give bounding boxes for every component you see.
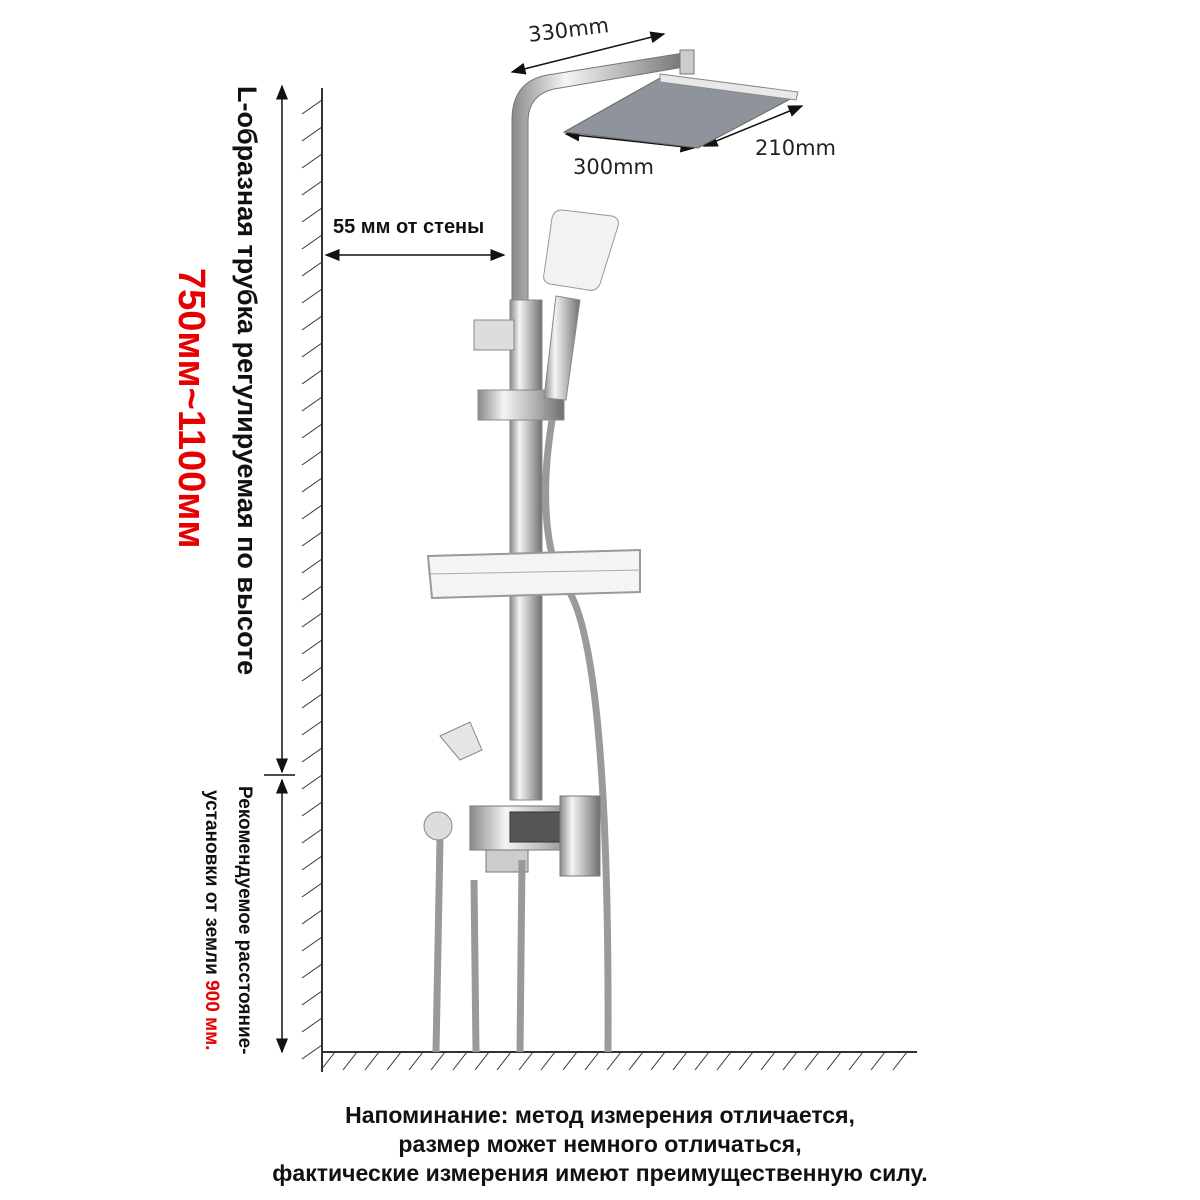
wall-hatch [301,666,323,682]
wall-hatch [301,342,323,358]
height-range-label: 750мм~1100мм [170,268,212,549]
wall-hatch [301,909,323,925]
floor-hatch [628,1051,644,1071]
wall-hatch [301,963,323,979]
floor-hatch [518,1051,534,1071]
floor-hatch [386,1051,402,1071]
note-line-3: фактические измерения имеют преимуществе… [272,1160,928,1186]
wall-hatch [301,747,323,763]
wall-hatch [301,585,323,601]
wall-hatch [301,801,323,817]
wall-hatch [301,990,323,1006]
wall-hatch [301,1044,323,1060]
wall-hatch [301,882,323,898]
wall-hatch [301,828,323,844]
floor-hatch [672,1051,688,1071]
floor-hatch [738,1051,754,1071]
floor-hatch [760,1051,776,1071]
wall-hatch [301,774,323,790]
head-depth-arrow [702,105,804,147]
floor-hatch [540,1051,556,1071]
tube-adjustable-label: L-образная трубка регулируемая по высоте [232,86,262,676]
wall-hatch [301,450,323,466]
wall-hatch [301,99,323,115]
floor-hatch [430,1051,446,1071]
wall-hatch [301,207,323,223]
arm-length-arrow [510,31,666,75]
floor-hatch [474,1051,490,1071]
install-distance-value: 900 мм. [201,980,222,1051]
floor-hatch [716,1051,732,1071]
floor-hatch [892,1051,908,1071]
wall-hatch [301,261,323,277]
wall-hatch [301,477,323,493]
wall-hatch [301,855,323,871]
head-width-label: 300mm [573,155,654,179]
wall-hatch [301,315,323,331]
floor-line [320,1051,917,1071]
floor-hatch [606,1051,622,1071]
shower-set-illustration [423,49,799,1053]
floor-hatch [562,1051,578,1071]
install-distance-prefix: установки от земли [201,790,222,975]
wall-hatch [301,396,323,412]
head-width-arrow [564,129,696,153]
wall-hatch [301,504,323,520]
wall-hatch [301,531,323,547]
floor-hatch [826,1051,842,1071]
floor-hatch [848,1051,864,1071]
floor-hatch [782,1051,798,1071]
floor-hatch [804,1051,820,1071]
note-line-1: Напоминание: метод измерения отличается, [345,1102,855,1128]
head-depth-label: 210mm [755,136,836,160]
wall-hatch [301,369,323,385]
wall-hatch [301,1017,323,1033]
wall-hatch [301,288,323,304]
floor-hatch [584,1051,600,1071]
wall-hatch [301,153,323,169]
wall-offset-label: 55 мм от стены [333,216,485,238]
note-line-2: размер может немного отличаться, [398,1131,802,1157]
floor-hatch [364,1051,380,1071]
wall-hatch [301,720,323,736]
wall-hatch [301,558,323,574]
wall-ruler [301,88,323,1072]
wall-hatch [301,423,323,439]
install-distance-line2: установки от земли 900 мм. [200,790,222,1050]
wall-hatch [301,234,323,250]
floor-hatch [452,1051,468,1071]
floor-hatch [408,1051,424,1071]
wall-hatch [301,612,323,628]
floor-hatch [496,1051,512,1071]
wall-hatch [301,936,323,952]
wall-hatch [301,180,323,196]
floor-hatch [694,1051,710,1071]
wall-hatch [301,126,323,142]
install-distance-line1: Рекомендуемое расстояние- [234,786,255,1055]
wall-hatch [301,639,323,655]
floor-hatch [320,1051,336,1071]
wall-hatch [301,693,323,709]
floor-hatch [650,1051,666,1071]
floor-hatch [342,1051,358,1071]
floor-hatch [870,1051,886,1071]
